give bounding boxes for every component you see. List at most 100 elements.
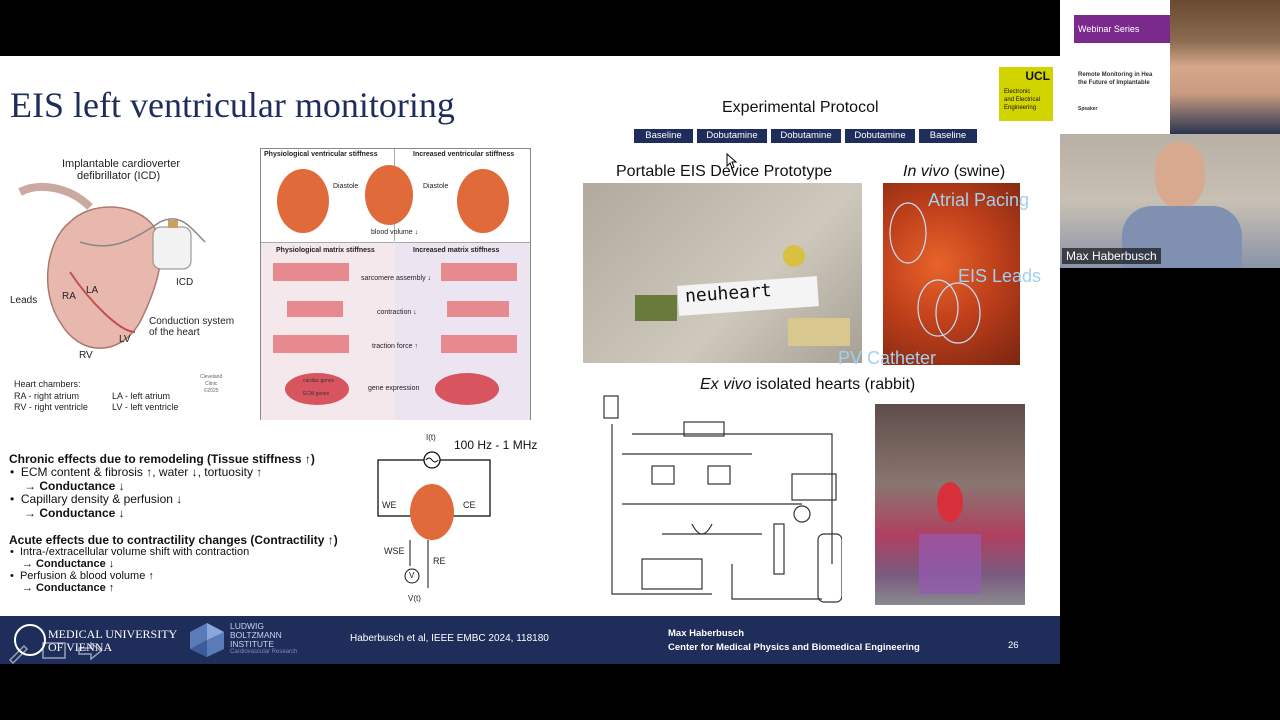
chamber-ra-def: RA - right atrium [14, 391, 80, 401]
overlay-eis-leads: EIS Leads [958, 266, 1042, 286]
label-la: LA [86, 285, 99, 296]
battery [788, 318, 850, 346]
langendorff-schematic [603, 395, 842, 603]
chronic-heading: Chronic effects due to remodeling (Tissu… [9, 452, 315, 466]
ucl-line2: and Electrical [1004, 97, 1041, 103]
acute-result-2: → Conductance ↑ [22, 582, 115, 594]
stiffness-figure: Physiological ventricular stiffness Incr… [260, 148, 531, 420]
invivo-italic: In vivo [903, 163, 950, 180]
circuit-wires [377, 451, 491, 588]
footer-presenter-name: Max Haberbusch [668, 628, 745, 639]
slide-footer: MEDICAL UNIVERSITY OF VIENNA LUDWIG BOLT… [0, 616, 1060, 664]
cell-row-1 [273, 263, 349, 281]
mouse-cursor-icon [726, 153, 738, 169]
lbi-line2: BOLTZMANN [230, 630, 282, 640]
ucl-logo: UCL Electronic and Electrical Engineerin… [999, 67, 1053, 121]
slide-view-icon[interactable] [40, 640, 68, 662]
chamber-lv-def: LV - left ventricle [112, 402, 179, 412]
pen-tool-icon[interactable] [6, 640, 30, 664]
traction-label: traction force ↑ [372, 343, 418, 350]
re-label: RE [433, 556, 446, 566]
invivo-rest: (swine) [949, 163, 1006, 180]
protocol-step-4: Dobutamine [845, 129, 915, 143]
viewer-controls [0, 636, 110, 666]
webinar-title-2: the Future of Implantable [1078, 80, 1150, 86]
label-ra: RA [62, 291, 76, 302]
protocol-step-3: Dobutamine [771, 129, 841, 143]
invivo-swine-photo [883, 183, 1020, 365]
exvivo-rest: isolated hearts (rabbit) [751, 376, 916, 393]
portable-device-caption: Portable EIS Device Prototype [616, 163, 833, 180]
matrix-increased-header: Increased matrix stiffness [413, 247, 500, 254]
video-tile-host[interactable]: Webinar Series Remote Monitoring in Hea … [1060, 0, 1280, 134]
frequency-label: 100 Hz - 1 MHz [454, 438, 538, 452]
diastole-left: Diastole [333, 183, 359, 190]
webinar-title-1: Remote Monitoring in Hea [1078, 72, 1153, 78]
matrix-section: Physiological matrix stiffness Increased… [261, 242, 530, 420]
heart-illustration [18, 183, 206, 349]
cleveland-clinic-mark: Cleveland Clinic ©2025 [200, 374, 222, 395]
citation-text: Haberbusch et al, IEEE EMBC 2024, 118180 [350, 633, 549, 644]
chronic-bullet-2: • Capillary density & perfusion ↓ [10, 492, 183, 506]
cell-row-3b [441, 335, 517, 353]
acute-result-1: → Conductance ↓ [22, 558, 115, 570]
sarcomere-label: sarcomere assembly ↓ [361, 275, 432, 282]
acute-bullet-1-text: Intra-/extracellular volume shift with c… [19, 546, 250, 558]
icd-caption-line1: Implantable cardioverter [62, 158, 181, 170]
contraction-label: contraction ↓ [377, 309, 417, 316]
label-rv: RV [79, 350, 93, 361]
presentation-slide: EIS left ventricular monitoring UCL Elec… [0, 56, 1060, 616]
lbi-line4: Cardiovascular Research [230, 649, 298, 655]
host-face [1170, 0, 1280, 134]
speaker-name-tag: Max Haberbusch [1062, 248, 1161, 264]
chamber-bath [919, 534, 981, 594]
we-label: WE [382, 500, 397, 510]
ecm-genes-left: ECM genes [303, 391, 330, 397]
chamber-la-def: LA - left atrium [112, 391, 171, 401]
icd-diagram: Implantable cardioverter defibrillator (… [10, 154, 240, 424]
invivo-annotation-circles [889, 202, 981, 344]
ucl-line1: Electronic [1004, 89, 1031, 95]
label-conduction-2: of the heart [149, 327, 200, 338]
increased-stiffness-header: Increased ventricular stiffness [413, 151, 515, 158]
chronic-result-1: → Conductance ↓ [24, 479, 125, 493]
page-number: 26 [1008, 640, 1019, 651]
diastole-right: Diastole [423, 183, 449, 190]
ce-label: CE [463, 500, 476, 510]
lbi-line1: LUDWIG [230, 621, 264, 631]
clinic-line2: Clinic [205, 381, 218, 387]
ventricle-hearts [277, 165, 509, 233]
label-lv: LV [119, 334, 131, 345]
exvivo-caption: Ex vivo isolated hearts (rabbit) [700, 376, 915, 394]
heart-in-chamber [937, 482, 963, 522]
matrix-physio-header: Physiological matrix stiffness [276, 247, 375, 254]
ucl-logo-wordmark: UCL [1025, 69, 1050, 83]
label-icd: ICD [176, 277, 194, 288]
pcb-green [635, 295, 677, 321]
clinic-line1: Cleveland [200, 374, 223, 380]
video-tile-speaker[interactable]: Max Haberbusch [1060, 134, 1280, 268]
protocol-heading: Experimental Protocol [722, 99, 879, 116]
protocol-step-2: Dobutamine [697, 129, 767, 143]
cell-row-2 [287, 301, 343, 317]
voltage-label: V(t) [408, 594, 421, 603]
lbi-hexagon-logo [190, 623, 224, 657]
eis-circuit-diagram: I(t) 100 Hz - 1 MHz WE CE WSE RE V V(t) [370, 428, 565, 608]
clinic-line3: ©2025 [203, 388, 219, 394]
icd-caption-line2: defibrillator (ICD) [77, 170, 161, 182]
overlay-pv-catheter: PV Catheter [838, 348, 937, 368]
blood-volume-label: blood volume ↓ [371, 229, 419, 236]
gene-blob-right [435, 373, 499, 405]
chamber-rv-def: RV - right ventricle [14, 402, 88, 412]
lbi-line3: INSTITUTE [230, 639, 274, 649]
slide-title: EIS left ventricular monitoring [10, 85, 455, 125]
cell-row-3 [273, 335, 349, 353]
physio-stiffness-header: Physiological ventricular stiffness [264, 151, 378, 158]
next-slide-icon[interactable] [76, 640, 104, 662]
invivo-caption: In vivo (swine) [903, 163, 1005, 181]
footer-affiliation: Center for Medical Physics and Biomedica… [668, 642, 920, 653]
meduni-seal-icon [14, 624, 46, 656]
chronic-bullet-1-text: ECM content & fibrosis ↑, water ↓, tortu… [20, 465, 263, 479]
acute-bullet-1: • Intra-/extracellular volume shift with… [10, 546, 250, 558]
label-conduction-1: Conduction system [149, 316, 235, 327]
